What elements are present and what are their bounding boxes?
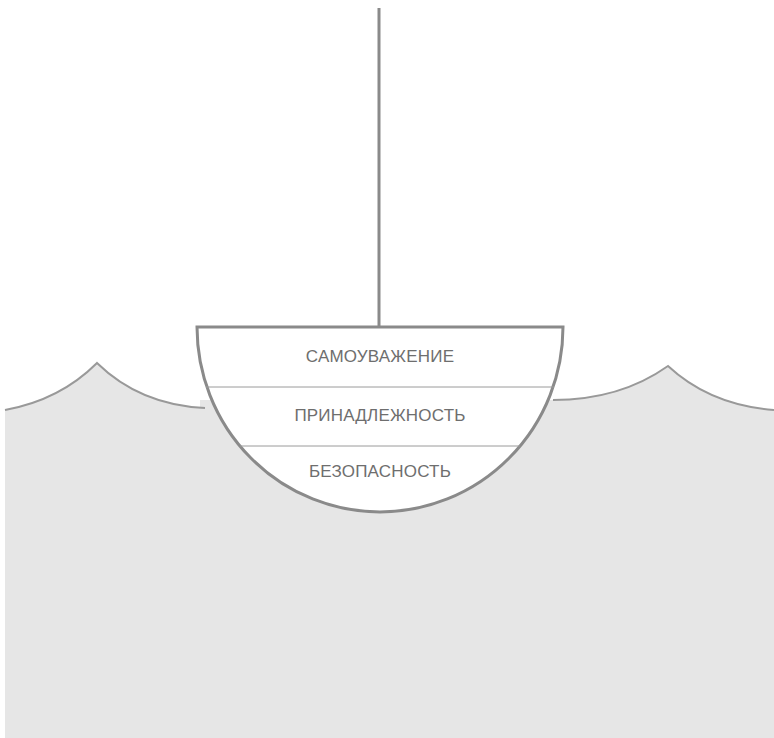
band-box: САМОУВАЖЕНИЕ [298, 329, 463, 385]
band-divider [206, 387, 554, 388]
band-label: БЕЗОПАСНОСТЬ [309, 463, 451, 482]
water [5, 363, 205, 738]
water [553, 366, 774, 738]
wave-line [553, 366, 774, 410]
band-box: БЕЗОПАСНОСТЬ [301, 448, 460, 496]
band-label: САМОУВАЖЕНИЕ [306, 348, 454, 367]
band-divider [240, 446, 520, 447]
wave-line [5, 363, 205, 410]
band-label: ПРИНАДЛЕЖНОСТЬ [294, 407, 465, 426]
boat-hull [197, 327, 563, 512]
band-box: ПРИНАДЛЕЖНОСТЬ [286, 389, 474, 443]
mast [378, 8, 381, 327]
